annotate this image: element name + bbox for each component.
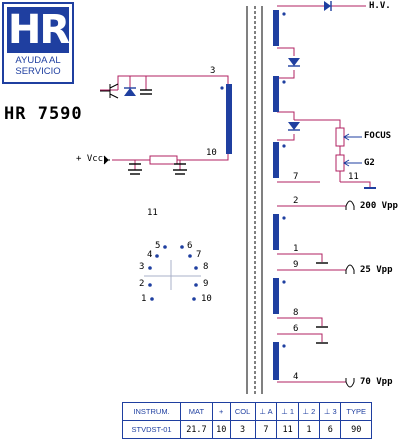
pin-7: 7 (293, 172, 299, 182)
g2-label: G2 (364, 158, 375, 168)
spec-value: 11 (276, 420, 299, 439)
spec-value: 90 (340, 420, 372, 439)
pinout-center: 11 (147, 208, 158, 218)
spec-value: 7 (254, 420, 278, 439)
pinout-3: 3 (139, 262, 145, 272)
pin-11: 11 (348, 172, 359, 182)
pin-8: 8 (293, 308, 299, 318)
spec-header-row: INSTRUM. MAT + COL ⊥ A ⊥ 1 ⊥ 2 ⊥ 3 TYPE (121, 402, 372, 421)
pinout-4: 4 (147, 250, 153, 260)
spec-value-row: STVDST-01 21.7 10 3 7 11 1 6 90 (121, 420, 372, 439)
spec-value: 10 (211, 420, 231, 439)
hv-label: H.V. (369, 1, 391, 11)
output-70vpp: 70 Vpp (360, 377, 393, 387)
output-200vpp: 200 Vpp (360, 201, 398, 211)
spec-value: 3 (229, 420, 256, 439)
spec-header: ⊥ A (254, 402, 278, 421)
pin-4: 4 (293, 372, 299, 382)
primary-pin-top: 3 (210, 66, 216, 76)
pin-2: 2 (293, 196, 299, 206)
logo-letters: HR (7, 7, 70, 53)
model-title: HR 7590 (4, 104, 83, 124)
spec-value: 6 (319, 420, 342, 439)
spec-value: 21.7 (180, 420, 213, 439)
pinout-7: 7 (196, 250, 202, 260)
spec-header: + (211, 402, 231, 421)
primary-pin-bottom: 10 (206, 148, 217, 158)
spec-header: MAT (180, 402, 213, 421)
spec-value: STVDST-01 (121, 420, 182, 439)
pinout-8: 8 (203, 262, 209, 272)
logo-line-1: AYUDA AL (15, 55, 61, 66)
pinout-5: 5 (155, 241, 161, 251)
spec-header: INSTRUM. (121, 402, 182, 421)
pinout-6: 6 (187, 241, 193, 251)
focus-label: FOCUS (364, 131, 392, 141)
pinout-2: 2 (139, 279, 145, 289)
spec-header: ⊥ 1 (276, 402, 299, 421)
logo-line-2: SERVICIO (15, 66, 61, 77)
spec-header: ⊥ 2 (297, 402, 321, 421)
pinout-10: 10 (201, 294, 212, 304)
pin-9: 9 (293, 260, 299, 270)
pinout-1: 1 (141, 294, 147, 304)
spec-header: ⊥ 3 (319, 402, 342, 421)
spec-table: INSTRUM. MAT + COL ⊥ A ⊥ 1 ⊥ 2 ⊥ 3 TYPE … (121, 402, 372, 439)
pinout-9: 9 (203, 279, 209, 289)
pin-1: 1 (293, 244, 299, 254)
output-25vpp: 25 Vpp (360, 265, 393, 275)
spec-header: TYPE (340, 402, 372, 421)
spec-value: 1 (297, 420, 321, 439)
vcc-label: + Vcc (76, 154, 104, 164)
hr-logo: HR AYUDA AL SERVICIO (2, 2, 74, 84)
pin-6: 6 (293, 324, 299, 334)
spec-header: COL (229, 402, 256, 421)
